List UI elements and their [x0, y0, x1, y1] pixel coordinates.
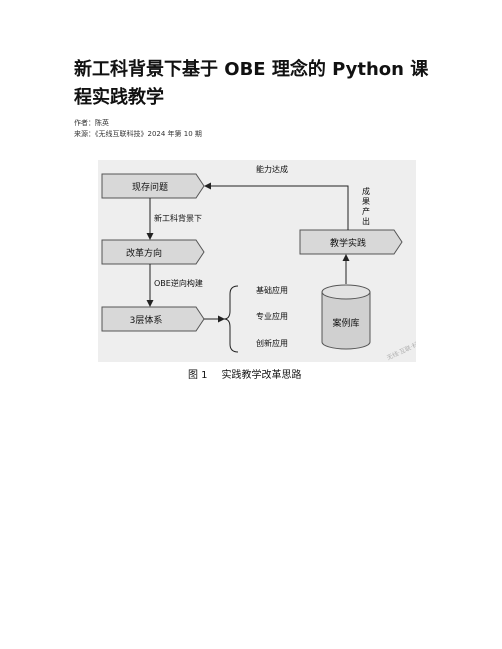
- edge-label-outcome-char-3: 产: [362, 206, 370, 216]
- edge-label-outcome-char-2: 果: [362, 197, 370, 206]
- arrow-practice-to-problem: [204, 182, 349, 230]
- diagram-svg: 现存问题 改革方向 3层体系 教学实践 新工科背景下 OBE逆向构建: [101, 164, 425, 362]
- document-title: 新工科背景下基于 OBE 理念的 Python 课程实践教学: [74, 59, 429, 108]
- box-three-layer-system: 3层体系: [101, 306, 205, 332]
- edge-label-obe-reverse: OBE逆向构建: [154, 278, 203, 288]
- box-teaching-practice-label: 教学实践: [330, 237, 366, 249]
- box-reform-direction-label: 改革方向: [126, 247, 162, 259]
- figure-caption-number: 图 1: [188, 370, 208, 381]
- applications-brace: [223, 285, 239, 353]
- box-current-problem: 现存问题: [101, 173, 205, 199]
- box-teaching-practice: 教学实践: [299, 229, 403, 255]
- application-basic: 基础应用: [256, 285, 288, 295]
- box-current-problem-label: 现存问题: [132, 181, 168, 193]
- edge-label-outcome-char-4: 出: [362, 216, 370, 226]
- edge-label-new-engineering: 新工科背景下: [154, 213, 202, 223]
- figure-watermark: 无线·互联·科技: [385, 338, 416, 362]
- figure-caption: 图 1 实践教学改革思路: [188, 366, 368, 381]
- box-three-layer-system-label: 3层体系: [130, 314, 163, 326]
- figure-reform-diagram: 现存问题 改革方向 3层体系 教学实践 新工科背景下 OBE逆向构建: [98, 160, 425, 362]
- figure-caption-text: 实践教学改革思路: [221, 370, 302, 381]
- case-library-label: 案例库: [332, 317, 359, 329]
- box-reform-direction: 改革方向: [101, 239, 205, 265]
- application-professional: 专业应用: [256, 311, 288, 321]
- source-line: 来源：《无线互联科技》2024 年第 10 期: [74, 130, 202, 138]
- edge-label-ability-achieved: 能力达成: [256, 164, 288, 174]
- application-innovation: 创新应用: [256, 338, 288, 348]
- edge-label-outcome-char-1: 成: [362, 186, 370, 196]
- author-line: 作者：陈英: [74, 119, 109, 127]
- case-library-cylinder: 案例库: [321, 284, 371, 350]
